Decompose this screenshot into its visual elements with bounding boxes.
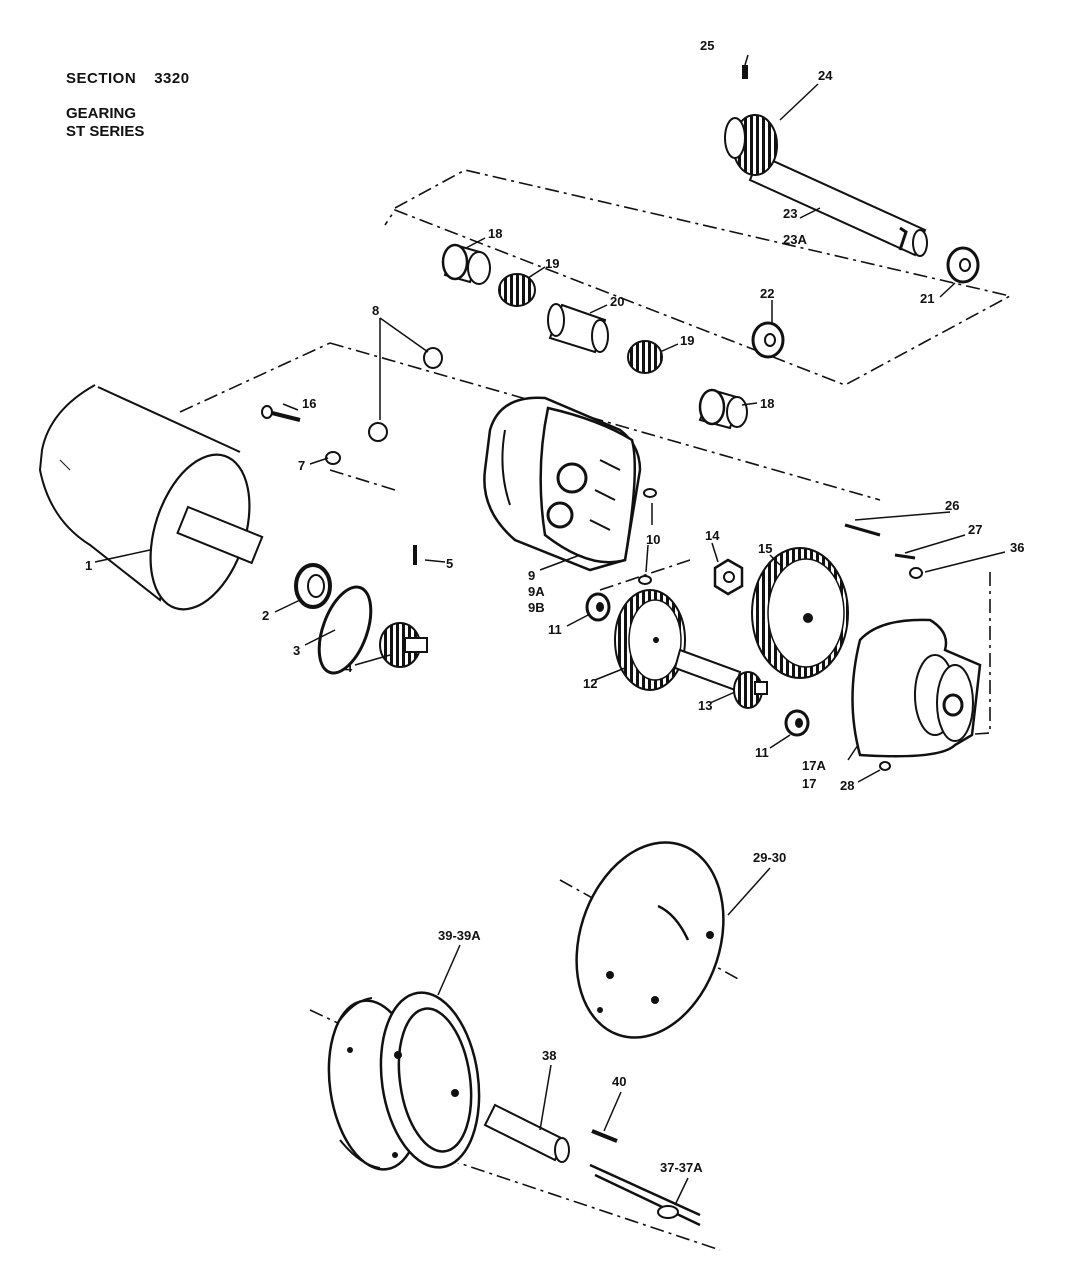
bearing-11-left [585, 592, 611, 622]
callout-15: 15 [758, 541, 772, 556]
bearing-11-right [784, 709, 810, 737]
key-40 [591, 1129, 618, 1143]
pinion-shaft-13 [673, 648, 768, 709]
callout-19-mid: 19 [680, 333, 694, 348]
callout-18-mid: 18 [760, 396, 774, 411]
leader-lines [94, 54, 1006, 1206]
callout-23a: 23A [783, 232, 807, 247]
callout-9: 9 [528, 568, 535, 583]
section-heading: SECTION 3320 [66, 70, 190, 87]
gear-12 [614, 589, 686, 691]
callout-11-right: 11 [755, 745, 769, 760]
callout-22: 22 [760, 286, 774, 301]
callout-9a: 9A [528, 584, 545, 599]
diagram-title: GEARING ST SERIES [66, 105, 144, 141]
callout-23: 23 [783, 206, 797, 221]
callout-8: 8 [372, 303, 379, 318]
callout-3: 3 [293, 643, 300, 658]
callout-11-left: 11 [548, 622, 562, 637]
section-number: 3320 [154, 70, 190, 87]
gear-15 [751, 547, 849, 679]
callout-38: 38 [542, 1048, 556, 1063]
washer-22 [751, 321, 785, 359]
screws-26-27-36 [844, 523, 923, 579]
bushing-18-top [441, 243, 491, 285]
callout-12: 12 [583, 676, 597, 691]
nut-14 [713, 558, 744, 596]
key-5 [413, 545, 417, 565]
callout-37-37a: 37-37A [660, 1160, 703, 1175]
callout-2: 2 [262, 608, 269, 623]
callout-40: 40 [612, 1074, 626, 1089]
washer-21 [946, 246, 980, 284]
callout-29-30: 29-30 [753, 850, 786, 865]
callout-21: 21 [920, 291, 934, 306]
callout-25: 25 [700, 38, 714, 53]
bolt-16 [261, 405, 301, 422]
pinion-4 [379, 622, 428, 668]
callout-26: 26 [945, 498, 959, 513]
callout-18-top: 18 [488, 226, 502, 241]
callout-36: 36 [1010, 540, 1024, 555]
callout-5: 5 [446, 556, 453, 571]
shaft-38 [483, 1103, 570, 1163]
callout-13: 13 [698, 698, 712, 713]
needle-bearing-19-mid [627, 340, 663, 374]
callout-7: 7 [298, 458, 305, 473]
section-label: SECTION [66, 70, 137, 87]
callout-39-39a: 39-39A [438, 928, 481, 943]
snap-ring-3 [317, 585, 373, 675]
washer-7 [325, 451, 341, 465]
callout-14: 14 [705, 528, 720, 543]
callout-4: 4 [345, 660, 353, 675]
bushing-18-mid [698, 388, 748, 430]
needle-bearing-19-top [498, 273, 536, 307]
pinion-gear-24 [724, 114, 778, 176]
title-line-2: ST SERIES [66, 123, 145, 140]
callout-9b: 9B [528, 600, 545, 615]
pins-10 [638, 488, 657, 585]
cover-17 [851, 618, 982, 758]
callout-16: 16 [302, 396, 316, 411]
callout-20: 20 [610, 294, 624, 309]
gear-housing-9 [483, 396, 642, 572]
adapter-39 [327, 985, 481, 1171]
bearing-2 [294, 563, 332, 609]
flange-29-30 [575, 841, 725, 1039]
callout-28: 28 [840, 778, 854, 793]
shaft-37 [589, 1163, 701, 1227]
motor [38, 384, 264, 611]
callout-24: 24 [818, 68, 833, 83]
title-line-1: GEARING [66, 105, 137, 122]
callout-10: 10 [646, 532, 660, 547]
washer-28 [879, 761, 891, 771]
callout-27: 27 [968, 522, 982, 537]
key-25 [742, 65, 748, 79]
plugs-8 [368, 347, 443, 442]
shaft-23 [748, 153, 928, 257]
spacer-20 [547, 303, 609, 354]
callout-19-top: 19 [545, 256, 559, 271]
callout-17: 17 [802, 776, 816, 791]
callout-1: 1 [85, 558, 92, 573]
callout-17a: 17A [802, 758, 826, 773]
